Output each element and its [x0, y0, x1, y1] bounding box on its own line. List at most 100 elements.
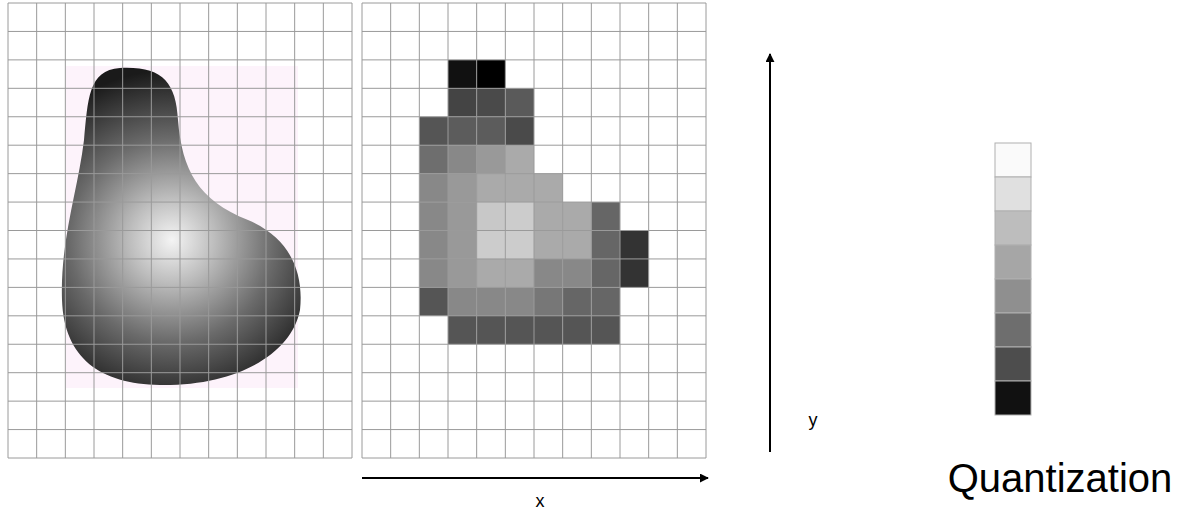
pixel-cell [477, 231, 506, 259]
pixel-grid [362, 3, 706, 458]
grid-line [8, 3, 352, 4]
axis-label: x [536, 492, 545, 512]
grid-line [8, 88, 352, 89]
pixel-cell [591, 202, 620, 230]
gray-level [995, 211, 1031, 245]
grid-line [362, 230, 706, 231]
sampling-grids [8, 3, 706, 458]
pixel-cell [534, 316, 563, 344]
pixel-cell [448, 202, 477, 230]
grid-line [8, 31, 352, 32]
pixel-cell [534, 202, 563, 230]
pixel-cell [505, 117, 534, 145]
axis-label: y [809, 411, 818, 431]
pixel-cell [448, 287, 477, 315]
pixel-cell [448, 117, 477, 145]
pixel-cell [591, 231, 620, 259]
pixel-cell [477, 60, 506, 88]
pixel-cell [477, 117, 506, 145]
pixel-cell [419, 259, 448, 287]
pixel-cell [534, 259, 563, 287]
pixel-cell [534, 231, 563, 259]
grid-line [8, 315, 352, 316]
pixel-cell [563, 259, 592, 287]
pixel-cell [419, 117, 448, 145]
grid-line [8, 173, 352, 174]
grid-line [8, 59, 352, 60]
y-axis-arrow [769, 54, 771, 452]
grid-line [362, 88, 706, 89]
grid-line [362, 287, 706, 288]
pixel-cell [563, 231, 592, 259]
pixel-cell [448, 174, 477, 202]
pixel-cell [505, 287, 534, 315]
pixel-cell [534, 174, 563, 202]
pixel-cell [419, 202, 448, 230]
pixel-cell [505, 259, 534, 287]
pixel-cell [448, 60, 477, 88]
pixel-grid [8, 3, 352, 458]
continuous-image-blob [62, 68, 301, 385]
pixel-cell [477, 316, 506, 344]
grid-line [8, 202, 352, 203]
grid-line [362, 458, 706, 459]
grid-line [8, 287, 352, 288]
grid-line [8, 458, 352, 459]
grid-line [362, 401, 706, 402]
grid-line [8, 145, 352, 146]
gray-level [995, 279, 1031, 313]
pixel-cell [563, 287, 592, 315]
gray-level [995, 177, 1031, 211]
pixel-cell [477, 174, 506, 202]
axis-label: Quantization [948, 456, 1173, 500]
pixel-cell [419, 287, 448, 315]
pixel-cell [477, 88, 506, 116]
pixel-cell [563, 202, 592, 230]
grid-line [8, 372, 352, 373]
pixel-cell [620, 231, 649, 259]
pixel-cell [505, 316, 534, 344]
pixel-cell [448, 316, 477, 344]
pixel-cell [563, 316, 592, 344]
grid-line [8, 116, 352, 117]
pixel-cell [448, 231, 477, 259]
pixel-cell [419, 174, 448, 202]
gray-level [995, 143, 1031, 177]
x-axis-arrow [362, 477, 708, 479]
grid-line [8, 230, 352, 231]
gray-level [995, 245, 1031, 279]
grid-line [362, 173, 706, 174]
pixel-cell [505, 202, 534, 230]
pixel-cell [477, 259, 506, 287]
grid-line [362, 315, 706, 316]
grid-line [362, 258, 706, 259]
pixel-cell [419, 145, 448, 173]
grid-line [8, 258, 352, 259]
pixel-cell [591, 259, 620, 287]
grid-line [362, 59, 706, 60]
pixel-cell [477, 145, 506, 173]
quantization-scale [995, 143, 1031, 415]
grid-line [362, 429, 706, 430]
pixel-cell [534, 287, 563, 315]
grid-line [362, 31, 706, 32]
pixel-cell [591, 316, 620, 344]
pixel-cell [477, 202, 506, 230]
pixel-cell [505, 88, 534, 116]
pixel-cell [448, 88, 477, 116]
pixel-cell [448, 145, 477, 173]
pixel-cell [505, 145, 534, 173]
pixel-cell [505, 174, 534, 202]
grid-line [362, 145, 706, 146]
grid-line [362, 372, 706, 373]
pixel-cell [448, 259, 477, 287]
grid-line [8, 429, 352, 430]
grid-line [362, 202, 706, 203]
gray-level [995, 347, 1031, 381]
pixel-cell [477, 287, 506, 315]
pixel-cell [620, 259, 649, 287]
gray-level [995, 313, 1031, 347]
grid-line [362, 344, 706, 345]
